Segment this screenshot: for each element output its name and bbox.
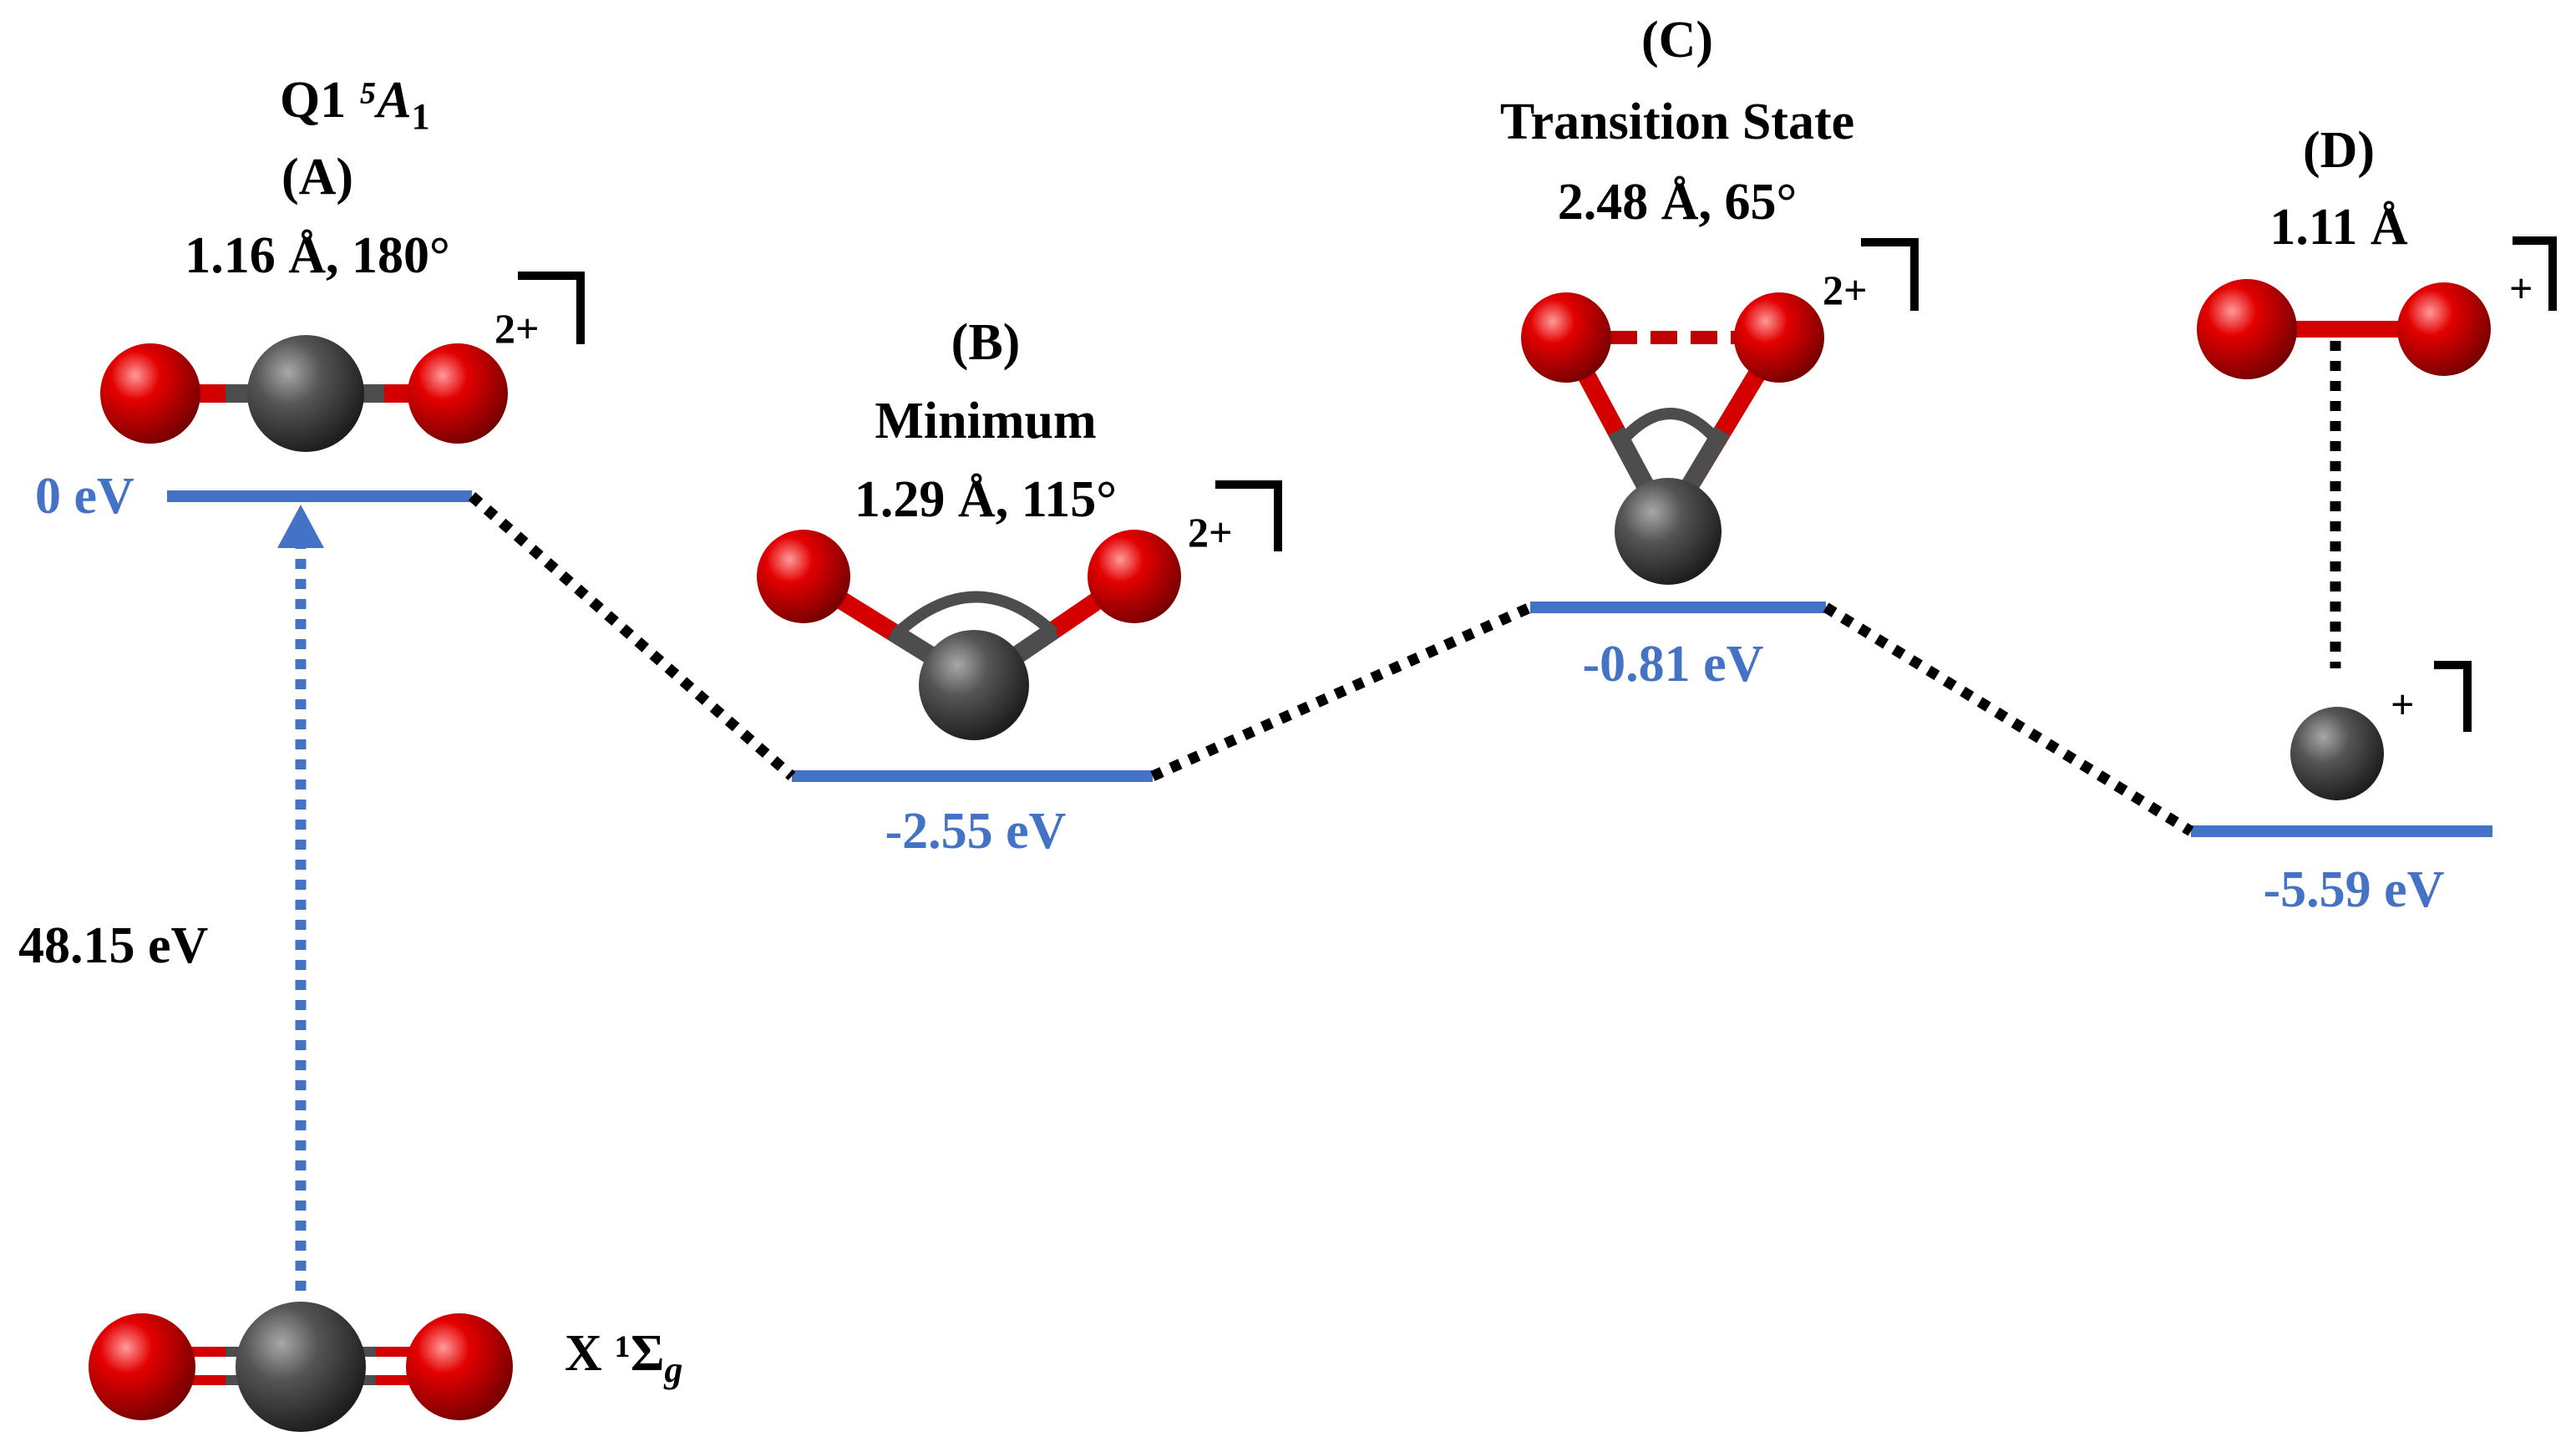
state-A-letter: (A) [281,149,353,206]
state-D-geometry: 1.11 Å [2269,199,2408,256]
ground-state-term: X ¹Σg [565,1325,682,1390]
charge-bracket-D-C: + [2391,661,2472,732]
oxygen-atom [406,1313,513,1420]
energy-label-C: -0.81 eV [1583,636,1764,693]
charge-bracket-B: 2+ [1188,480,1282,556]
carbon-atom [247,335,364,452]
energy-label-D: -5.59 eV [2264,861,2445,918]
connector-C-D [1823,602,2194,836]
excitation-arrowhead [277,505,324,548]
oxygen-atom [757,530,850,623]
oxygen-atom [1088,530,1181,623]
connector-B-C [1150,602,1533,781]
carbon-atom [1615,478,1722,585]
state-A-header: Q1 ⁵A1 [280,72,430,137]
oxygen-atom [408,343,508,444]
connector-A-B [468,492,796,780]
state-B-letter: (B) [951,314,1021,371]
carbon-atom [236,1302,366,1432]
oxygen-atom [2197,279,2297,379]
state-B-geometry: 1.29 Å, 115° [854,471,1117,528]
molecule-ground-co2 [89,1302,513,1432]
bond-angle-arc [891,591,1058,640]
charge-bracket-C: 2+ [1823,238,1919,313]
molecule-C [1521,292,1824,585]
svg-text:2+: 2+ [1823,267,1868,313]
oxygen-atom [2397,282,2491,376]
svg-text:+: + [2391,681,2415,728]
oxygen-atom [89,1313,195,1420]
state-C-letter: (C) [1641,12,1713,69]
oxygen-atom [1521,292,1611,383]
svg-text:X ¹Σg: X ¹Σg [565,1325,682,1390]
state-D-letter: (D) [2303,122,2375,179]
charge-bracket-A: 2+ [494,272,585,352]
state-B-name: Minimum [875,393,1096,449]
charge-bracket-D-O2: + [2509,236,2557,312]
carbon-atom [2290,707,2384,800]
svg-text:+: + [2509,265,2533,312]
oxygen-atom [1734,292,1824,383]
svg-text:2+: 2+ [494,305,540,352]
molecule-D-o2 [2197,279,2491,379]
molecule-A [100,335,508,452]
molecule-B [757,530,1181,740]
energy-label-A: 0 eV [35,468,134,525]
oxygen-atom [100,343,200,444]
molecule-D-carbon [2290,707,2384,800]
svg-text:Q1 ⁵A1: Q1 ⁵A1 [280,72,430,137]
state-C-name: Transition State [1500,94,1854,150]
bond-angle-arc [1615,408,1724,447]
carbon-atom [919,630,1029,740]
state-C-geometry: 2.48 Å, 65° [1558,174,1798,231]
excitation-energy-label: 48.15 eV [18,917,209,974]
energy-label-B: -2.55 eV [885,803,1067,860]
svg-text:2+: 2+ [1188,509,1233,556]
state-A-geometry: 1.16 Å, 180° [185,227,450,284]
